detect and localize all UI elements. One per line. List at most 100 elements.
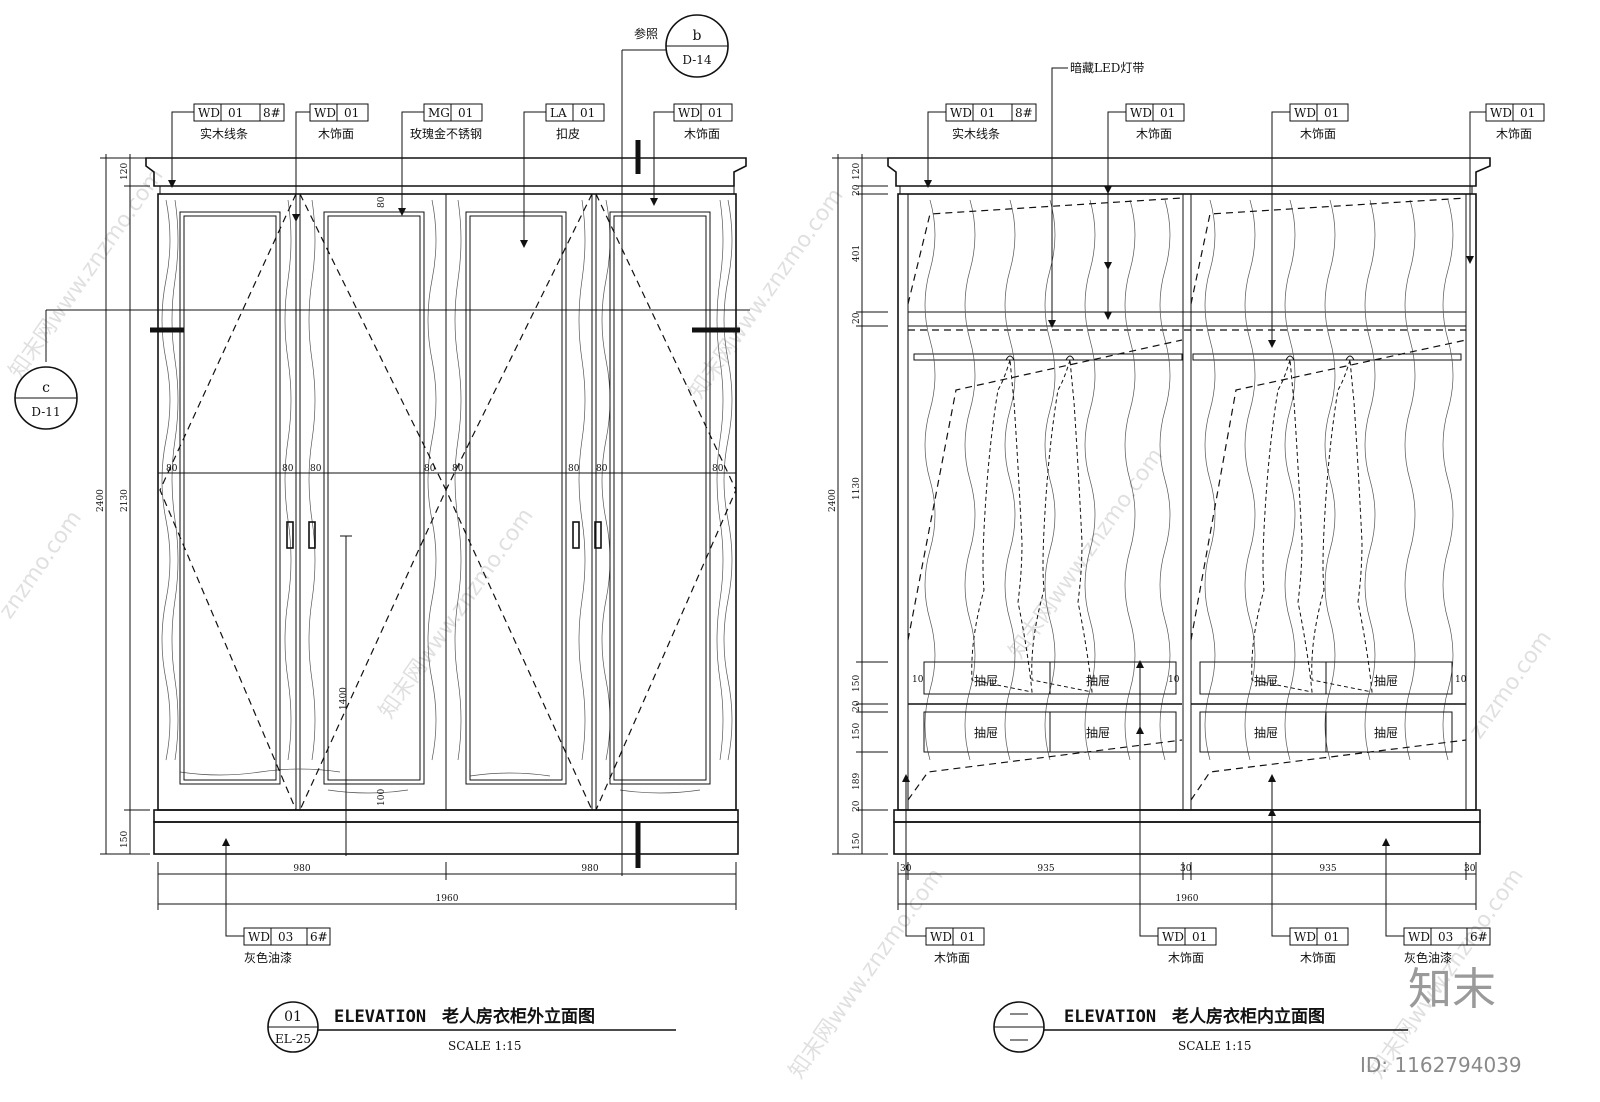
callout-bottom: WD 03 6# 灰色油漆 bbox=[222, 838, 331, 965]
svg-text:木饰面: 木饰面 bbox=[1496, 127, 1532, 141]
svg-text:WD: WD bbox=[678, 106, 700, 120]
svg-text:WD: WD bbox=[1408, 930, 1430, 944]
svg-text:20: 20 bbox=[852, 700, 862, 712]
plinth-top bbox=[153, 809, 739, 823]
svg-text:6#: 6# bbox=[1470, 930, 1488, 944]
svg-text:WD: WD bbox=[930, 930, 952, 944]
svg-text:01: 01 bbox=[580, 106, 595, 120]
callout-top: WD 01 木饰面 bbox=[650, 103, 733, 206]
svg-text:80: 80 bbox=[166, 464, 178, 474]
svg-text:抽屉: 抽屉 bbox=[1254, 674, 1278, 688]
callout-top: WD 01 木饰面 bbox=[1104, 103, 1185, 320]
svg-text:10: 10 bbox=[1168, 675, 1180, 685]
svg-text:980: 980 bbox=[581, 864, 598, 874]
brand-logo-text: 知末 bbox=[1408, 964, 1496, 1015]
callout-bottom: WD 01 木饰面 bbox=[1136, 660, 1217, 965]
svg-text:2400: 2400 bbox=[828, 489, 838, 512]
svg-text:01: 01 bbox=[1324, 106, 1339, 120]
section-bubble-c: c D-11 bbox=[14, 310, 78, 430]
svg-text:189: 189 bbox=[852, 773, 862, 790]
svg-text:木饰面: 木饰面 bbox=[1168, 951, 1204, 965]
svg-text:20: 20 bbox=[852, 184, 862, 196]
left-elevation: 80 80 80 80 80 80 80 80 80 1400 100 c D-… bbox=[14, 14, 750, 1053]
svg-text:80: 80 bbox=[282, 464, 294, 474]
svg-text:120: 120 bbox=[852, 163, 862, 180]
callout-top: WD 01 木饰面 bbox=[1466, 103, 1545, 264]
svg-text:抽屉: 抽屉 bbox=[1086, 726, 1110, 740]
svg-text:灰色油漆: 灰色油漆 bbox=[244, 951, 292, 965]
svg-text:2400: 2400 bbox=[96, 489, 106, 512]
drawers: 抽屉 抽屉 抽屉 抽屉 抽屉 抽屉 抽屉 抽屉 10 10 10 bbox=[908, 661, 1467, 753]
svg-text:80: 80 bbox=[596, 464, 608, 474]
section-bubble-b: b D-14 参照 bbox=[622, 14, 729, 78]
svg-text:1960: 1960 bbox=[1176, 894, 1199, 904]
svg-text:暗藏LED灯带: 暗藏LED灯带 bbox=[1070, 60, 1144, 75]
svg-text:WD: WD bbox=[1162, 930, 1184, 944]
svg-text:玫瑰金不锈钢: 玫瑰金不锈钢 bbox=[410, 126, 482, 141]
svg-text:木饰面: 木饰面 bbox=[934, 951, 970, 965]
svg-text:8#: 8# bbox=[263, 106, 281, 120]
hanging-rail bbox=[1192, 353, 1462, 361]
svg-text:ELEVATION: ELEVATION bbox=[1064, 1007, 1156, 1027]
svg-text:抽屉: 抽屉 bbox=[974, 674, 998, 688]
svg-text:SCALE 1:15: SCALE 1:15 bbox=[448, 1039, 522, 1053]
garment bbox=[971, 359, 1373, 693]
svg-text:木饰面: 木饰面 bbox=[1300, 127, 1336, 141]
svg-text:1400: 1400 bbox=[339, 687, 349, 710]
svg-text:935: 935 bbox=[1037, 864, 1054, 874]
svg-text:D-14: D-14 bbox=[682, 53, 712, 67]
svg-text:木饰面: 木饰面 bbox=[684, 127, 720, 141]
svg-text:935: 935 bbox=[1319, 864, 1336, 874]
watermark-text: 知末网www.znzmo.com bbox=[1004, 444, 1168, 664]
svg-text:b: b bbox=[693, 28, 702, 44]
door-swing-lines bbox=[159, 193, 737, 811]
watermark-text: 知末网www.znzmo.com bbox=[4, 164, 168, 384]
svg-text:80: 80 bbox=[377, 196, 387, 208]
svg-text:抽屉: 抽屉 bbox=[1254, 726, 1278, 740]
cabinet-body bbox=[897, 193, 1477, 811]
title-block-right: ELEVATION 老人房衣柜内立面图 SCALE 1:15 bbox=[993, 1001, 1408, 1053]
svg-text:WD: WD bbox=[1294, 106, 1316, 120]
callout-top: MG 01 玫瑰金不锈钢 bbox=[398, 103, 483, 216]
svg-text:木饰面: 木饰面 bbox=[318, 127, 354, 141]
callout-top: LA 01 扣皮 bbox=[520, 103, 605, 248]
svg-text:抽屉: 抽屉 bbox=[1086, 674, 1110, 688]
frieze bbox=[899, 185, 1473, 195]
svg-text:150: 150 bbox=[852, 675, 862, 692]
svg-text:8#: 8# bbox=[1015, 106, 1033, 120]
svg-text:01: 01 bbox=[458, 106, 473, 120]
svg-text:6#: 6# bbox=[310, 930, 328, 944]
perspective-lines bbox=[907, 197, 1467, 801]
plinth bbox=[153, 821, 739, 855]
svg-text:D-11: D-11 bbox=[31, 405, 60, 419]
svg-text:80: 80 bbox=[424, 464, 436, 474]
svg-text:EL-25: EL-25 bbox=[275, 1032, 311, 1046]
svg-text:80: 80 bbox=[712, 464, 724, 474]
svg-text:01: 01 bbox=[1324, 930, 1339, 944]
svg-text:c: c bbox=[42, 380, 50, 396]
crown-molding bbox=[145, 157, 747, 187]
shelf bbox=[907, 311, 1467, 327]
right-dim-chain: 120 20 401 20 1130 150 20 150 189 20 150… bbox=[828, 154, 888, 855]
svg-text:10: 10 bbox=[912, 675, 924, 685]
svg-text:灰色油漆: 灰色油漆 bbox=[1404, 951, 1452, 965]
svg-text:2130: 2130 bbox=[120, 489, 130, 512]
bottom-dim-chain: 935 935 1960 30 30 30 bbox=[897, 862, 1477, 910]
callout-top: WD 01 8# 实木线条 bbox=[924, 103, 1037, 188]
svg-text:01: 01 bbox=[1192, 930, 1207, 944]
image-id-text: ID: 1162794039 bbox=[1360, 1053, 1522, 1077]
svg-text:01: 01 bbox=[1520, 106, 1535, 120]
svg-text:WD: WD bbox=[1490, 106, 1512, 120]
wood-grain-left bbox=[161, 199, 733, 794]
rattan-panel bbox=[183, 215, 277, 781]
svg-text:150: 150 bbox=[852, 723, 862, 740]
svg-text:01: 01 bbox=[980, 106, 995, 120]
watermark-layer: 知末网www.znzmo.com 知末网www.znzmo.com 知末网www… bbox=[0, 164, 1557, 1084]
svg-text:01: 01 bbox=[960, 930, 975, 944]
crown-molding bbox=[887, 157, 1491, 187]
svg-text:80: 80 bbox=[310, 464, 322, 474]
title-block-left: 01 EL-25 ELEVATION 老人房衣柜外立面图 SCALE 1:15 bbox=[267, 1001, 676, 1053]
door-handle bbox=[286, 521, 294, 549]
callout-top: WD 01 木饰面 bbox=[1268, 103, 1349, 348]
